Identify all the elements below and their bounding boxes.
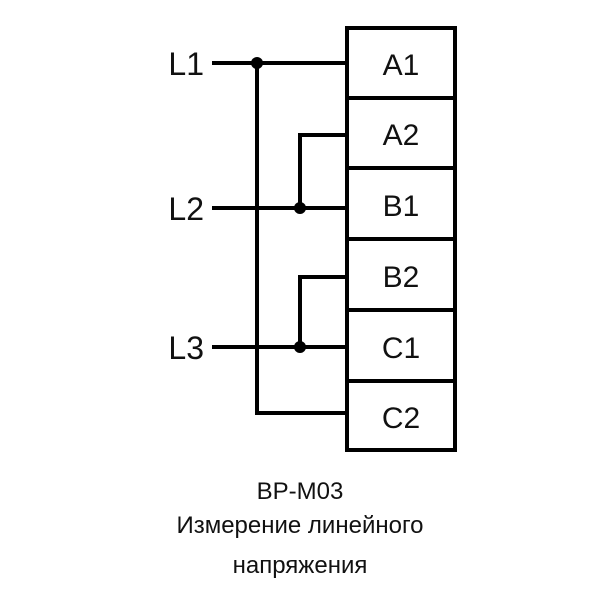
caption-line1: Измерение линейного [176,512,424,539]
terminal-label: A1 [383,49,420,82]
junction-dot [251,57,263,69]
junction-dot [294,341,306,353]
wire-l3-b2 [298,275,347,347]
terminal-label: C1 [382,332,420,365]
terminal-label: B1 [383,190,420,223]
line-label-l3: L3 [168,330,204,366]
wire-l1-c2 [255,63,347,415]
terminal-block [345,26,457,452]
terminal-label: B2 [383,261,420,294]
line-label-l2: L2 [168,191,204,227]
caption-line2: напряжения [232,552,368,579]
line-label-l1: L1 [168,46,204,82]
terminal-label: C2 [382,402,420,435]
wire-l2-a2 [298,133,347,208]
terminal-label: A2 [383,119,420,152]
caption-model: ВР-М03 [256,478,344,505]
junction-dot [294,202,306,214]
